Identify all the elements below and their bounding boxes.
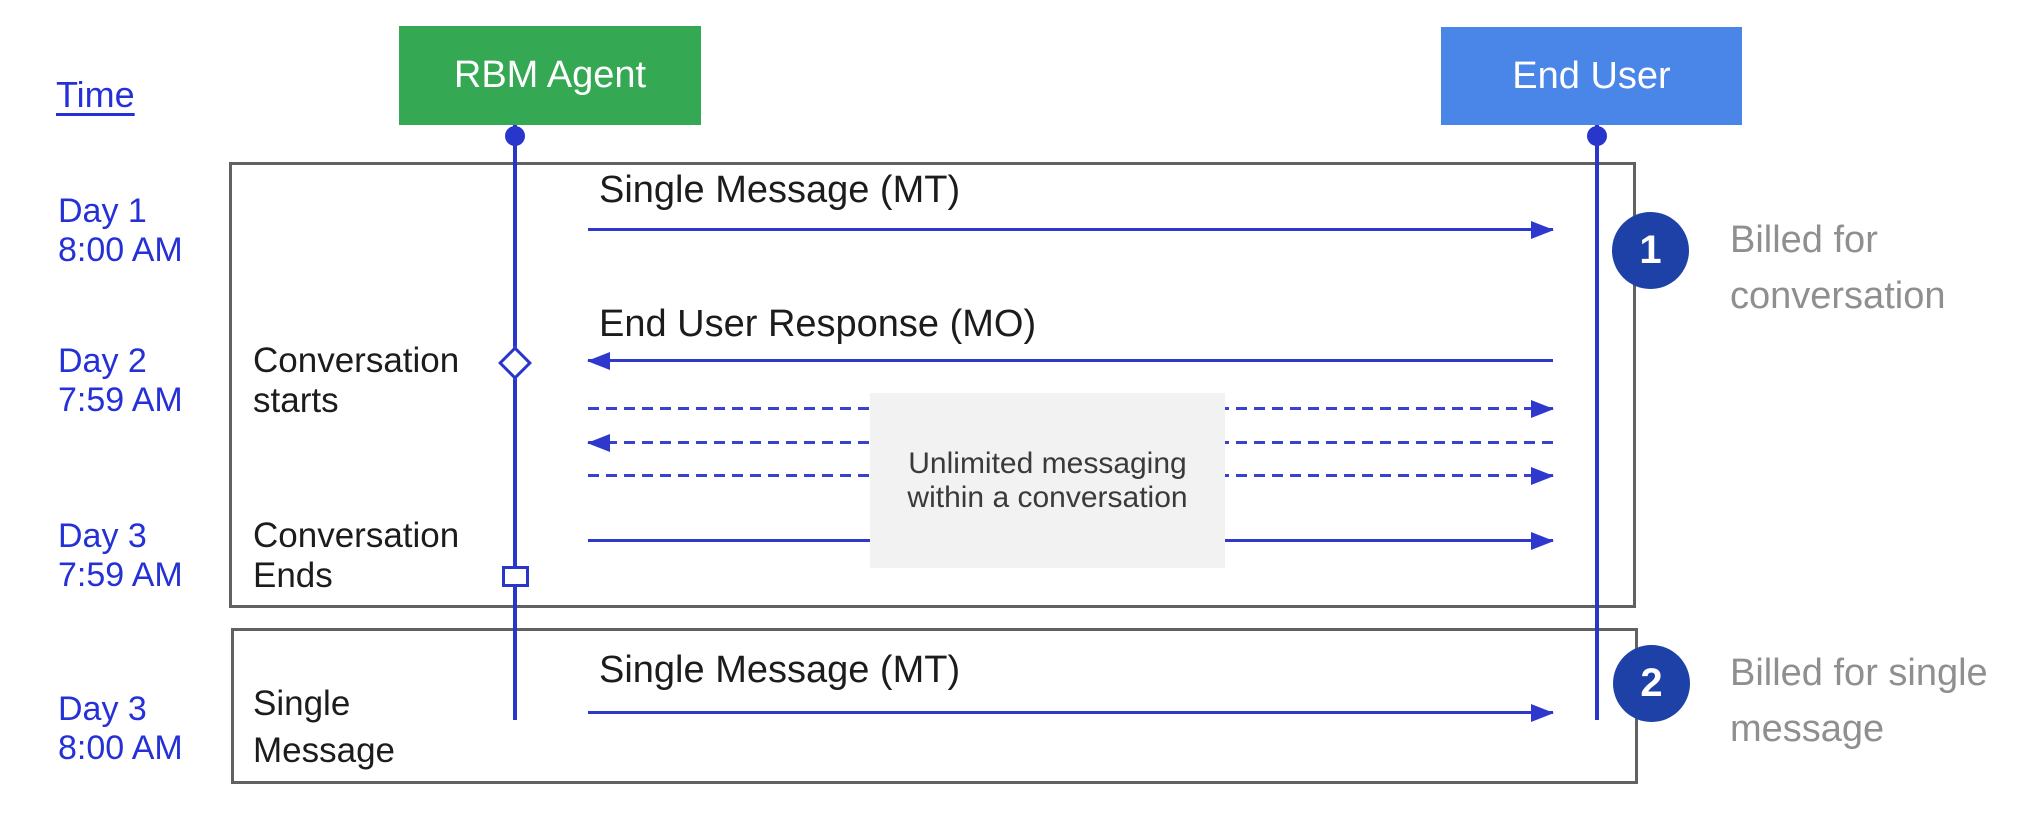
actor-box-rbm-agent: RBM Agent [399, 26, 701, 125]
mt-single-message-arrow [588, 703, 1554, 723]
arrowhead-right-icon [1531, 704, 1554, 722]
arrow-shaft [588, 228, 1553, 231]
timeline-label-day1: Day 1 8:00 AM [58, 192, 248, 270]
mt-message-label: Single Message (MT) [599, 169, 961, 211]
conversation-frame [229, 162, 1636, 608]
timeline-time: 8:00 AM [58, 729, 183, 767]
unlimited-messaging-note: Unlimited messaging within a conversatio… [870, 393, 1225, 568]
lifeline-rbm-agent [513, 125, 517, 720]
mt-message-arrow [588, 220, 1554, 240]
note-line: Unlimited messaging [908, 446, 1187, 480]
annotation-line: Billed for single [1730, 652, 1988, 694]
lifeline-end-user [1595, 125, 1599, 720]
arrowhead-right-icon [1531, 221, 1554, 239]
lifeline-dot-rbm [505, 126, 525, 146]
single-message-label: Single Message [253, 680, 483, 774]
actor-label-end-user: End User [1512, 54, 1671, 97]
billing-badge-1: 1 [1612, 212, 1689, 289]
badge-number: 2 [1640, 661, 1663, 705]
billed-for-conversation-annotation: Billed for conversation [1730, 212, 2023, 324]
mo-response-label: End User Response (MO) [599, 303, 1037, 345]
arrow-shaft [588, 359, 1553, 362]
billed-for-single-message-annotation: Billed for single message [1730, 645, 2023, 757]
mo-response-arrow [587, 351, 1553, 371]
label-line: Ends [253, 556, 333, 595]
badge-number: 1 [1639, 228, 1662, 272]
timeline-label-day3-later: Day 3 8:00 AM [58, 690, 248, 768]
arrowhead-right-icon [1531, 532, 1554, 550]
timeline-time: 8:00 AM [58, 231, 183, 269]
note-line: within a conversation [907, 480, 1188, 514]
arrowhead-left-icon [587, 434, 610, 452]
billing-badge-2: 2 [1613, 645, 1690, 722]
timeline-time: 7:59 AM [58, 381, 183, 419]
arrow-shaft [588, 711, 1553, 714]
time-column-header: Time [56, 74, 135, 115]
actor-box-end-user: End User [1441, 27, 1742, 125]
label-line: Message [253, 731, 396, 770]
label-line: Conversation [253, 341, 460, 380]
label-line: starts [253, 381, 339, 420]
actor-label-rbm-agent: RBM Agent [453, 54, 647, 96]
conversation-starts-label: Conversation starts [253, 341, 483, 421]
conversation-ends-label: Conversation Ends [253, 516, 483, 596]
mt-single-message-label: Single Message (MT) [599, 649, 961, 691]
lifeline-dot-end-user [1587, 126, 1607, 146]
timeline-day: Day 2 [58, 342, 147, 380]
label-line: Single [253, 684, 351, 723]
timeline-label-day2: Day 2 7:59 AM [58, 342, 248, 420]
timeline-day: Day 3 [58, 690, 147, 728]
annotation-line: Billed for [1730, 219, 1878, 261]
arrowhead-left-icon [587, 352, 610, 370]
conversation-end-square-icon [502, 566, 529, 587]
arrowhead-right-icon [1531, 467, 1554, 485]
annotation-line: conversation [1730, 275, 1946, 317]
timeline-day: Day 1 [58, 192, 147, 230]
arrowhead-right-icon [1531, 400, 1554, 418]
annotation-line: message [1730, 708, 1885, 750]
label-line: Conversation [253, 516, 460, 555]
timeline-label-day3: Day 3 7:59 AM [58, 517, 248, 595]
timeline-day: Day 3 [58, 517, 147, 555]
timeline-time: 7:59 AM [58, 556, 183, 594]
